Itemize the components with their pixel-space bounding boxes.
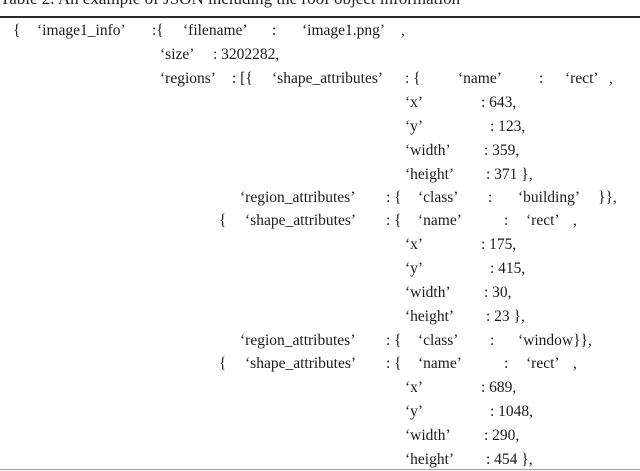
json-value: ‘rect’ [526, 212, 560, 229]
json-key: ‘region_attributes’ [240, 189, 356, 206]
json-value: : 643, [481, 94, 517, 111]
json-key: ‘size’ [160, 46, 195, 63]
json-key: ‘class’ [418, 189, 459, 206]
json-punct: : [539, 70, 544, 87]
json-key: ‘class’ [418, 332, 459, 349]
json-punct: :{ [152, 22, 164, 39]
json-value: ‘image1.png’ [302, 22, 386, 39]
json-key: ‘image1_info’ [37, 22, 126, 39]
json-punct: : [488, 189, 493, 206]
json-punct: : { [386, 212, 402, 229]
json-value: ‘rect’ [565, 70, 599, 87]
json-punct: : [504, 212, 509, 229]
json-value: : 175, [481, 236, 517, 253]
json-punct: , [573, 212, 577, 229]
json-value: : 123, [490, 118, 526, 135]
json-value: : 359, [484, 142, 520, 159]
json-brace: { [219, 355, 227, 372]
table-bottom-rule [0, 469, 640, 470]
json-brace: { [13, 22, 21, 39]
json-key: ‘x’ [405, 94, 424, 111]
json-key: ‘width’ [405, 284, 451, 301]
json-key: ‘name’ [418, 212, 462, 229]
json-key: ‘x’ [405, 379, 424, 396]
json-punct: : { [405, 70, 421, 87]
json-key: ‘shape_attributes’ [245, 212, 357, 229]
json-brace: { [219, 212, 227, 229]
json-value: : 23 }, [486, 308, 525, 325]
json-key: ‘name’ [418, 355, 462, 372]
json-punct: : [490, 332, 495, 349]
json-value: ‘building’ [518, 189, 580, 206]
json-value: : 415, [490, 260, 526, 277]
json-value: ‘window}}, [518, 332, 592, 349]
json-value: : 290, [484, 427, 520, 444]
json-punct: : { [386, 189, 402, 206]
json-punct: : [272, 22, 277, 39]
json-value: ‘rect’ [526, 355, 560, 372]
json-punct: , [573, 355, 577, 372]
json-key: ‘shape_attributes’ [272, 70, 384, 87]
json-value: : 454 }, [486, 451, 533, 468]
json-punct: : [{ [232, 70, 253, 87]
json-punct: : { [386, 332, 402, 349]
json-key: ‘y’ [405, 118, 424, 135]
json-key: ‘regions’ [160, 70, 216, 87]
table-top-rule [0, 16, 640, 18]
json-value: : 371 }, [486, 166, 533, 183]
json-key: ‘region_attributes’ [240, 332, 356, 349]
json-key: ‘y’ [405, 260, 424, 277]
json-value: : 30, [484, 284, 512, 301]
json-punct: , [401, 22, 405, 39]
json-key: ‘width’ [405, 427, 451, 444]
json-punct: : { [386, 355, 402, 372]
json-key: ‘height’ [405, 308, 455, 325]
json-value: : 1048, [490, 403, 534, 420]
json-key: ‘x’ [405, 236, 424, 253]
json-punct: : [504, 355, 509, 372]
json-punct: , [609, 70, 613, 87]
json-key: ‘height’ [405, 166, 455, 183]
json-key: ‘name’ [458, 70, 502, 87]
json-key: ‘width’ [405, 142, 451, 159]
json-key: ‘height’ [405, 451, 455, 468]
table-caption: Table 2. An example of JSON including th… [0, 0, 460, 9]
json-value: : 689, [481, 379, 517, 396]
json-punct: }}, [598, 189, 617, 206]
json-key: ‘shape_attributes’ [245, 355, 357, 372]
json-key: ‘y’ [405, 403, 424, 420]
json-value: : 3202282, [213, 46, 280, 63]
json-key: ‘filename’ [183, 22, 248, 39]
